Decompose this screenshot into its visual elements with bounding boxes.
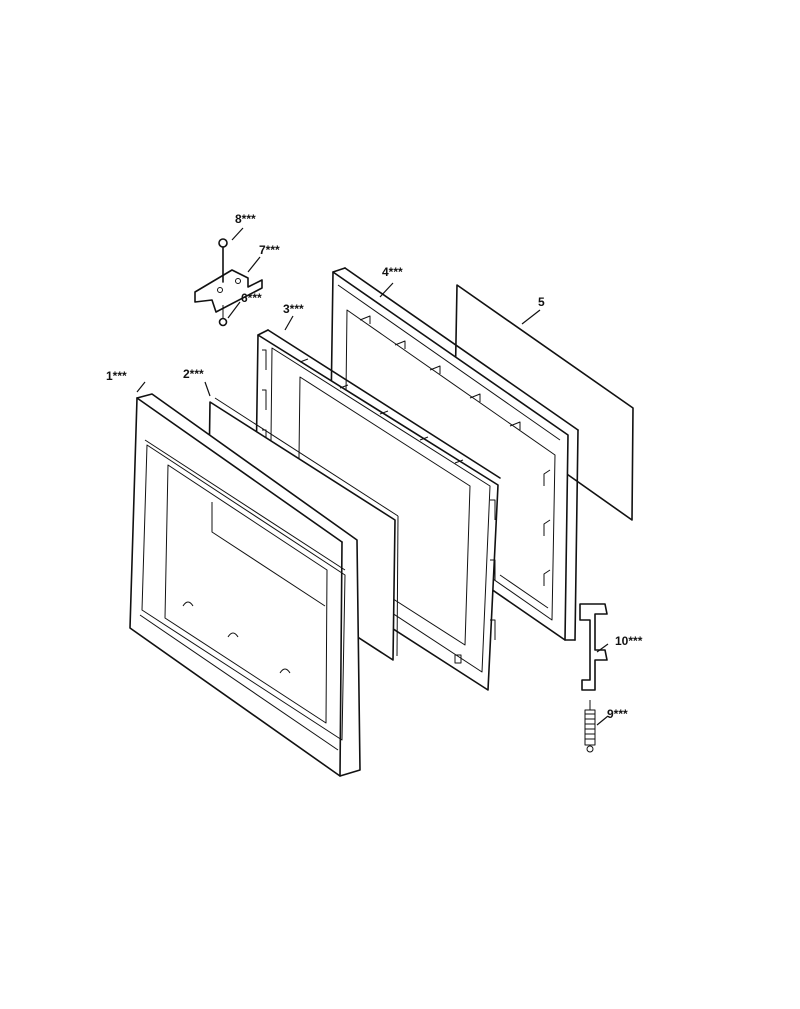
part-1-door-frame — [129, 393, 361, 777]
part-9-spring — [584, 700, 596, 753]
callout-4: 4*** — [382, 265, 403, 279]
callout-8: 8*** — [235, 212, 256, 226]
callout-leaders — [136, 227, 609, 726]
callout-3: 3*** — [283, 302, 304, 316]
part-6-washer — [218, 305, 228, 327]
part-8-screw — [218, 238, 228, 283]
callout-5: 5 — [538, 295, 545, 309]
callout-1: 1*** — [106, 369, 127, 383]
part-10-latch-lever — [579, 603, 608, 691]
callout-labels: 1*** 2*** 3*** 4*** 5 6*** 7*** 8*** 9**… — [106, 212, 643, 721]
callout-9: 9*** — [607, 707, 628, 721]
callout-6: 6*** — [241, 291, 262, 305]
part-7-hinge-bracket — [194, 269, 263, 313]
callout-10: 10*** — [615, 634, 643, 648]
callout-2: 2*** — [183, 367, 204, 381]
callout-7: 7*** — [259, 243, 280, 257]
